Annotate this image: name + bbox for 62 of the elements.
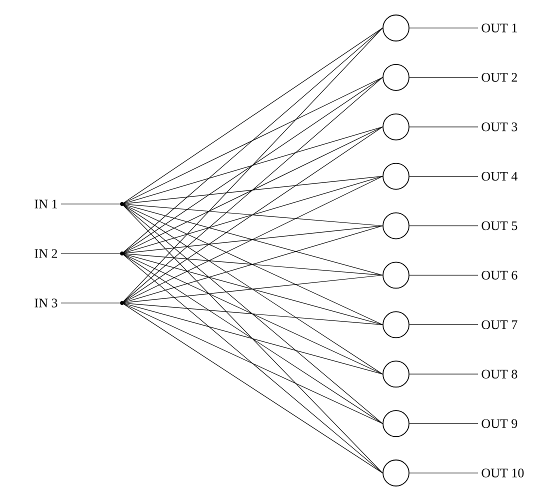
output-circle — [382, 410, 410, 438]
connector-line — [122, 302, 383, 374]
output-circle — [382, 212, 410, 240]
port-label: OUT 9 — [482, 419, 518, 428]
port-label: OUT 7 — [482, 320, 518, 330]
connector-line — [122, 77, 383, 304]
connector-line — [409, 324, 478, 325]
output-circle — [382, 262, 410, 289]
connector-line — [122, 77, 383, 254]
connector-line — [122, 176, 383, 254]
connector-line — [122, 28, 383, 204]
connector-line — [409, 77, 478, 78]
connector-line — [122, 253, 383, 276]
port-label: IN 2 — [34, 249, 58, 258]
connector-line — [122, 126, 383, 254]
connector-line — [122, 253, 383, 325]
output-circle — [382, 14, 410, 42]
connector-line — [122, 253, 383, 374]
output-circle — [382, 64, 410, 91]
port-label: OUT 6 — [482, 270, 518, 280]
port-label: IN 1 — [34, 200, 57, 208]
connector-line — [122, 176, 383, 304]
connector-line — [122, 126, 383, 204]
connector-line — [122, 226, 383, 304]
connector-line — [122, 274, 383, 304]
output-circle — [382, 460, 410, 486]
connector-line — [122, 302, 383, 424]
connector-line — [122, 302, 383, 325]
port-label: IN 3 — [34, 298, 58, 308]
connector-line — [122, 204, 383, 276]
connector-line — [409, 176, 478, 177]
connector-line — [122, 176, 383, 204]
connector-line — [122, 204, 383, 374]
port-label: OUT 5 — [482, 221, 518, 230]
connector-line — [122, 204, 383, 325]
output-circle — [382, 360, 410, 388]
connector-line — [122, 204, 383, 424]
connector-line — [409, 423, 478, 424]
port-label: OUT 2 — [482, 73, 517, 82]
connector-line — [60, 302, 122, 304]
connector-line — [122, 126, 383, 304]
connector-line — [60, 253, 122, 254]
connector-line — [122, 226, 383, 254]
port-label: OUT 3 — [482, 122, 518, 132]
output-circle — [382, 162, 410, 190]
port-label: OUT 10 — [482, 468, 524, 478]
connector-line — [122, 204, 383, 474]
connector-line — [122, 253, 383, 474]
output-circle — [382, 113, 410, 140]
connector-line — [122, 28, 383, 254]
connector-line — [122, 204, 383, 226]
connector-line — [122, 253, 383, 424]
connector-line — [122, 77, 383, 204]
port-label: OUT 1 — [482, 24, 517, 32]
port-label: OUT 8 — [482, 370, 518, 378]
connector-line — [122, 28, 383, 304]
connector-line — [122, 302, 383, 474]
connector-line — [409, 126, 478, 128]
port-label: OUT 4 — [482, 172, 518, 181]
connector-line — [409, 274, 478, 276]
output-circle — [382, 311, 410, 338]
connector-line — [409, 472, 478, 474]
